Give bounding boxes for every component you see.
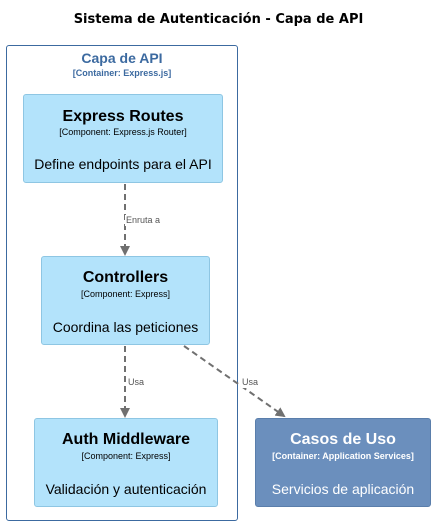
relation-label: Enruta a <box>125 215 162 226</box>
component-technology: [Component: Express] <box>81 451 171 461</box>
container-name: Casos de Uso <box>290 431 396 448</box>
component-name: Controllers <box>82 269 169 286</box>
component-technology: [Component: Express.js Router] <box>59 127 187 137</box>
component-description: Coordina las peticiones <box>52 319 199 335</box>
relation-label: Usa <box>127 377 146 388</box>
container-casos-de-uso[interactable]: Casos de Uso [Container: Application Ser… <box>255 418 431 507</box>
diagram-title: Sistema de Autenticación - Capa de API <box>73 12 364 27</box>
component-name: Auth Middleware <box>61 431 190 448</box>
boundary-technology: [Container: Express.js] <box>72 68 172 78</box>
component-name: Express Routes <box>62 108 184 125</box>
boundary-title: Capa de API <box>81 50 163 66</box>
component-technology: [Component: Express] <box>80 289 171 299</box>
component-auth-middleware[interactable]: Auth Middleware [Component: Express] Val… <box>34 418 218 507</box>
relation-controllers-to-usecases[interactable] <box>183 345 286 418</box>
component-controllers[interactable]: Controllers [Component: Express] Coordin… <box>41 256 210 345</box>
relation-label: Usa <box>241 377 260 388</box>
component-express-routes[interactable]: Express Routes [Component: Express.js Ro… <box>23 94 223 183</box>
container-description: Servicios de aplicación <box>271 481 415 497</box>
container-boundary-api-layer: Capa de API [Container: Express.js] <box>6 45 238 521</box>
container-technology: [Container: Application Services] <box>272 451 414 461</box>
component-description: Validación y autenticación <box>45 481 207 497</box>
component-description: Define endpoints para el API <box>34 156 212 172</box>
